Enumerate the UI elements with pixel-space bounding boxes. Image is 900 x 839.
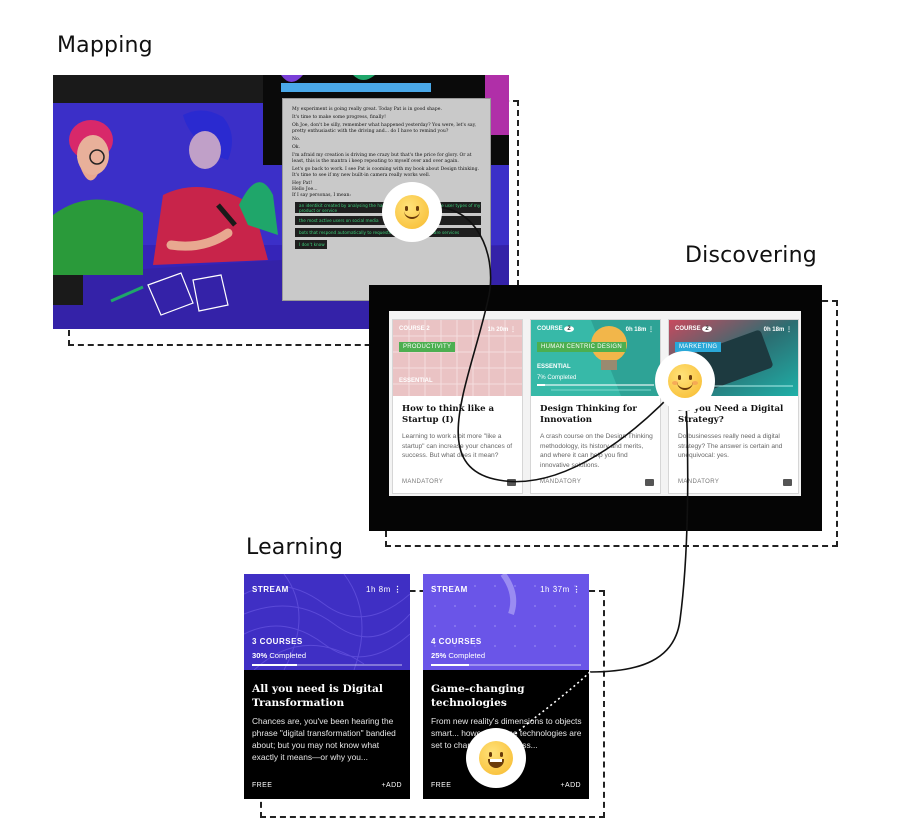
stream-title[interactable]: Game-changing technologies: [431, 683, 525, 709]
card-meta: COURSE 2 0h 18m ⋮: [537, 326, 654, 333]
course-duration: 0h 18m: [625, 327, 647, 333]
card-type: COURSE: [399, 326, 425, 332]
progress-bar-fill: [431, 664, 469, 666]
stream-description: Chances are, you've been hearing the phr…: [252, 716, 396, 762]
swirl-pattern: [244, 574, 410, 670]
progress-bar: [431, 664, 581, 666]
course-count: 4 COURSES: [431, 637, 482, 646]
card-type: COURSE: [675, 326, 701, 332]
course-count-badge: 2: [564, 326, 574, 332]
chat-message: It's time to make some progress, finally…: [292, 115, 386, 120]
chat-message: Hello Joe...: [292, 187, 318, 192]
course-count-badge: 2: [426, 326, 430, 332]
add-button[interactable]: +ADD: [381, 782, 402, 789]
card-meta: COURSE 2 0h 18m ⋮: [675, 326, 792, 333]
course-title[interactable]: Do you Need a Digital Strategy?: [678, 404, 784, 425]
stream-footer: FREE +ADD: [431, 782, 581, 789]
price-label: FREE: [252, 782, 273, 789]
course-status: MANDATORY: [678, 479, 720, 485]
progress-text: 7% Completed: [537, 375, 577, 381]
more-vertical-icon[interactable]: ⋮: [510, 327, 516, 333]
chat-message: Oh Joe, don't be silly, remember what ha…: [292, 123, 477, 134]
chat-message: My experiment is going really great. Tod…: [292, 107, 442, 112]
stream-header: [244, 574, 410, 670]
course-status: MANDATORY: [540, 479, 582, 485]
course-title[interactable]: How to think like a Startup (I): [402, 404, 495, 425]
category-tag: MARKETING: [675, 342, 722, 352]
price-label: FREE: [431, 782, 452, 789]
progress-suffix: Completed: [267, 651, 307, 660]
stream-footer: FREE +ADD: [252, 782, 402, 789]
chat-message: I'm afraid my creation is driving me cra…: [292, 153, 472, 164]
more-vertical-icon[interactable]: ⋮: [786, 327, 792, 333]
card-meta: COURSE 2 1h 20m ⋮: [399, 326, 516, 333]
card-type: COURSE: [537, 326, 563, 332]
more-vertical-icon[interactable]: ⋮: [572, 585, 581, 594]
add-button[interactable]: +ADD: [560, 782, 581, 789]
stream-duration: 1h 8m: [366, 585, 391, 594]
course-card[interactable]: COURSE 2 0h 18m ⋮ HUMAN CENTRIC DESIGN E…: [530, 319, 661, 494]
course-duration: 0h 18m: [763, 327, 785, 333]
stream-header: [423, 574, 589, 670]
media-icon: [783, 479, 792, 486]
course-count-badge: 2: [702, 326, 712, 332]
course-description: A crash course on the Design Thinking me…: [540, 433, 653, 469]
stream-meta: STREAM 1h 8m ⋮: [252, 585, 402, 594]
more-vertical-icon[interactable]: ⋮: [393, 585, 402, 594]
stream-type: STREAM: [252, 585, 289, 594]
progress-percent: 25%: [431, 651, 447, 660]
progress-text: 25% Completed: [431, 651, 485, 660]
grid-pattern: [423, 574, 589, 670]
progress-bar-fill: [252, 664, 297, 666]
stream-type: STREAM: [431, 585, 468, 594]
course-title[interactable]: Design Thinking for Innovation: [540, 404, 637, 425]
media-icon: [507, 479, 516, 486]
course-status: MANDATORY: [402, 479, 444, 485]
course-card[interactable]: COURSE 2 1h 20m ⋮ PRODUCTIVITY ESSENTIAL…: [392, 319, 523, 494]
course-count: 3 COURSES: [252, 637, 303, 646]
chat-message: Hey Pat!: [292, 181, 313, 186]
stream-meta: STREAM 1h 37m ⋮: [431, 585, 581, 594]
course-description: Do businesses really need a digital stra…: [678, 433, 783, 459]
heading-learning: Learning: [246, 535, 344, 560]
media-icon: [645, 479, 654, 486]
progress-suffix: Completed: [446, 651, 486, 660]
answer-option[interactable]: I don't know: [295, 240, 327, 249]
grinning-face-icon: [466, 728, 526, 788]
essential-label: ESSENTIAL: [399, 378, 433, 384]
smiling-face-icon: [382, 182, 442, 242]
course-duration: 1h 20m: [487, 327, 509, 333]
stream-title[interactable]: All you need is Digital Transformation: [252, 683, 383, 709]
category-tag: PRODUCTIVITY: [399, 342, 456, 352]
smiling-face-icon: [655, 351, 715, 411]
progress-bar: [252, 664, 402, 666]
more-vertical-icon[interactable]: ⋮: [648, 327, 654, 333]
progress-bar: [537, 384, 654, 386]
essential-label: ESSENTIAL: [537, 364, 571, 370]
progress-text: 30% Completed: [252, 651, 306, 660]
stream-duration: 1h 37m: [540, 585, 570, 594]
category-tag: HUMAN CENTRIC DESIGN: [537, 342, 627, 352]
progress-bar-fill: [537, 384, 546, 386]
heading-mapping: Mapping: [57, 33, 153, 58]
chat-message: Let's go back to work. I see Pat is coom…: [292, 167, 479, 178]
answer-option[interactable]: bots that respond automatically to reque…: [295, 228, 481, 237]
chat-message: If I say personas, I mean:: [292, 193, 351, 198]
stream-card[interactable]: STREAM 1h 8m ⋮ 3 COURSES 30% Completed A…: [244, 574, 410, 799]
progress-percent: 30%: [252, 651, 268, 660]
chat-message: Ok.: [292, 145, 301, 150]
heading-discovering: Discovering: [685, 243, 817, 268]
chat-message: No.: [292, 137, 301, 142]
course-description: Learning to work a bit more "like a star…: [402, 433, 513, 459]
